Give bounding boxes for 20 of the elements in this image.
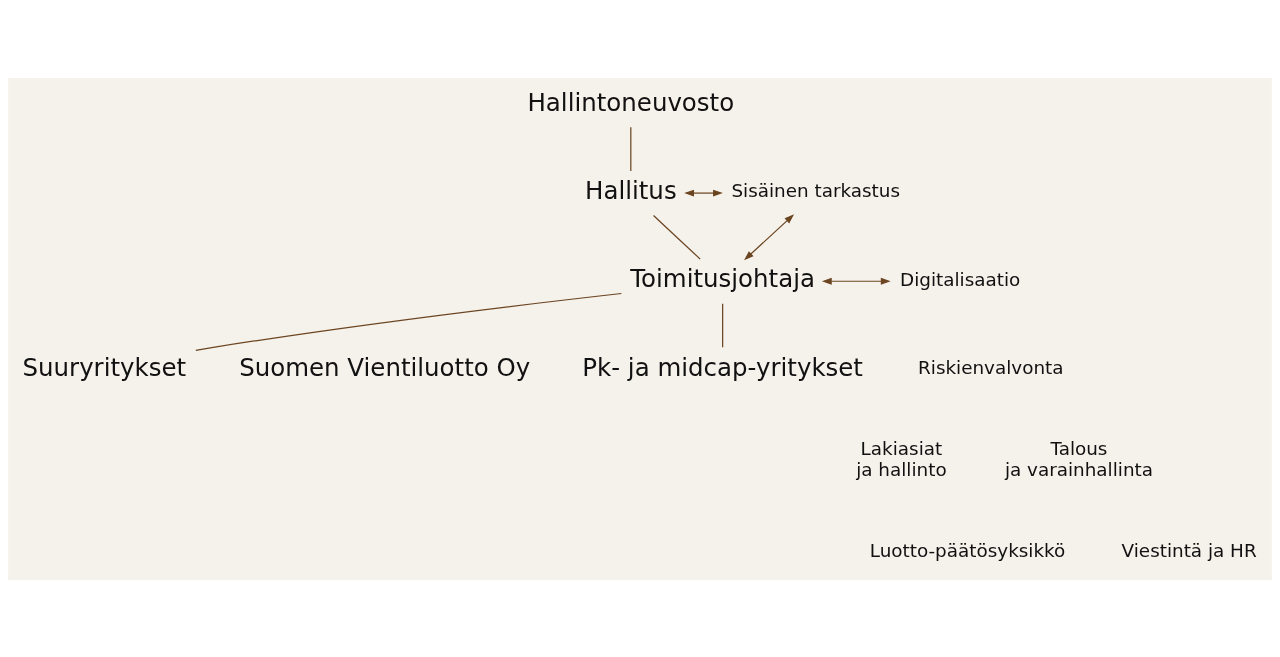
label: Riskienvalvonta bbox=[918, 356, 1064, 378]
connector bbox=[722, 302, 724, 348]
node-text: Hallintoneuvosto bbox=[527, 87, 735, 117]
node-text: Hallitus bbox=[585, 175, 677, 205]
label: Lakiasiat ja hallinto bbox=[856, 437, 947, 480]
label: Viestintä ja HR bbox=[1121, 539, 1257, 561]
node-text: Sisäinen tarkastus bbox=[731, 179, 900, 201]
connector bbox=[652, 214, 701, 260]
node-text: Digitalisaatio bbox=[900, 268, 1021, 290]
label: Luotto-päätösyksikkö bbox=[869, 539, 1066, 561]
arrow bbox=[821, 277, 891, 285]
node-label: Suomen Vientiluotto Oy bbox=[239, 352, 531, 382]
connector bbox=[630, 126, 632, 172]
node-text: Pk- ja midcap-yritykset bbox=[582, 352, 863, 382]
node-text: Toimitusjohtaja bbox=[630, 263, 815, 293]
connector bbox=[195, 292, 622, 351]
label: Talous ja varainhallinta bbox=[1004, 437, 1154, 480]
arrow bbox=[684, 189, 723, 196]
node-text: Suuryritykset bbox=[22, 352, 187, 382]
arrow bbox=[744, 213, 795, 260]
